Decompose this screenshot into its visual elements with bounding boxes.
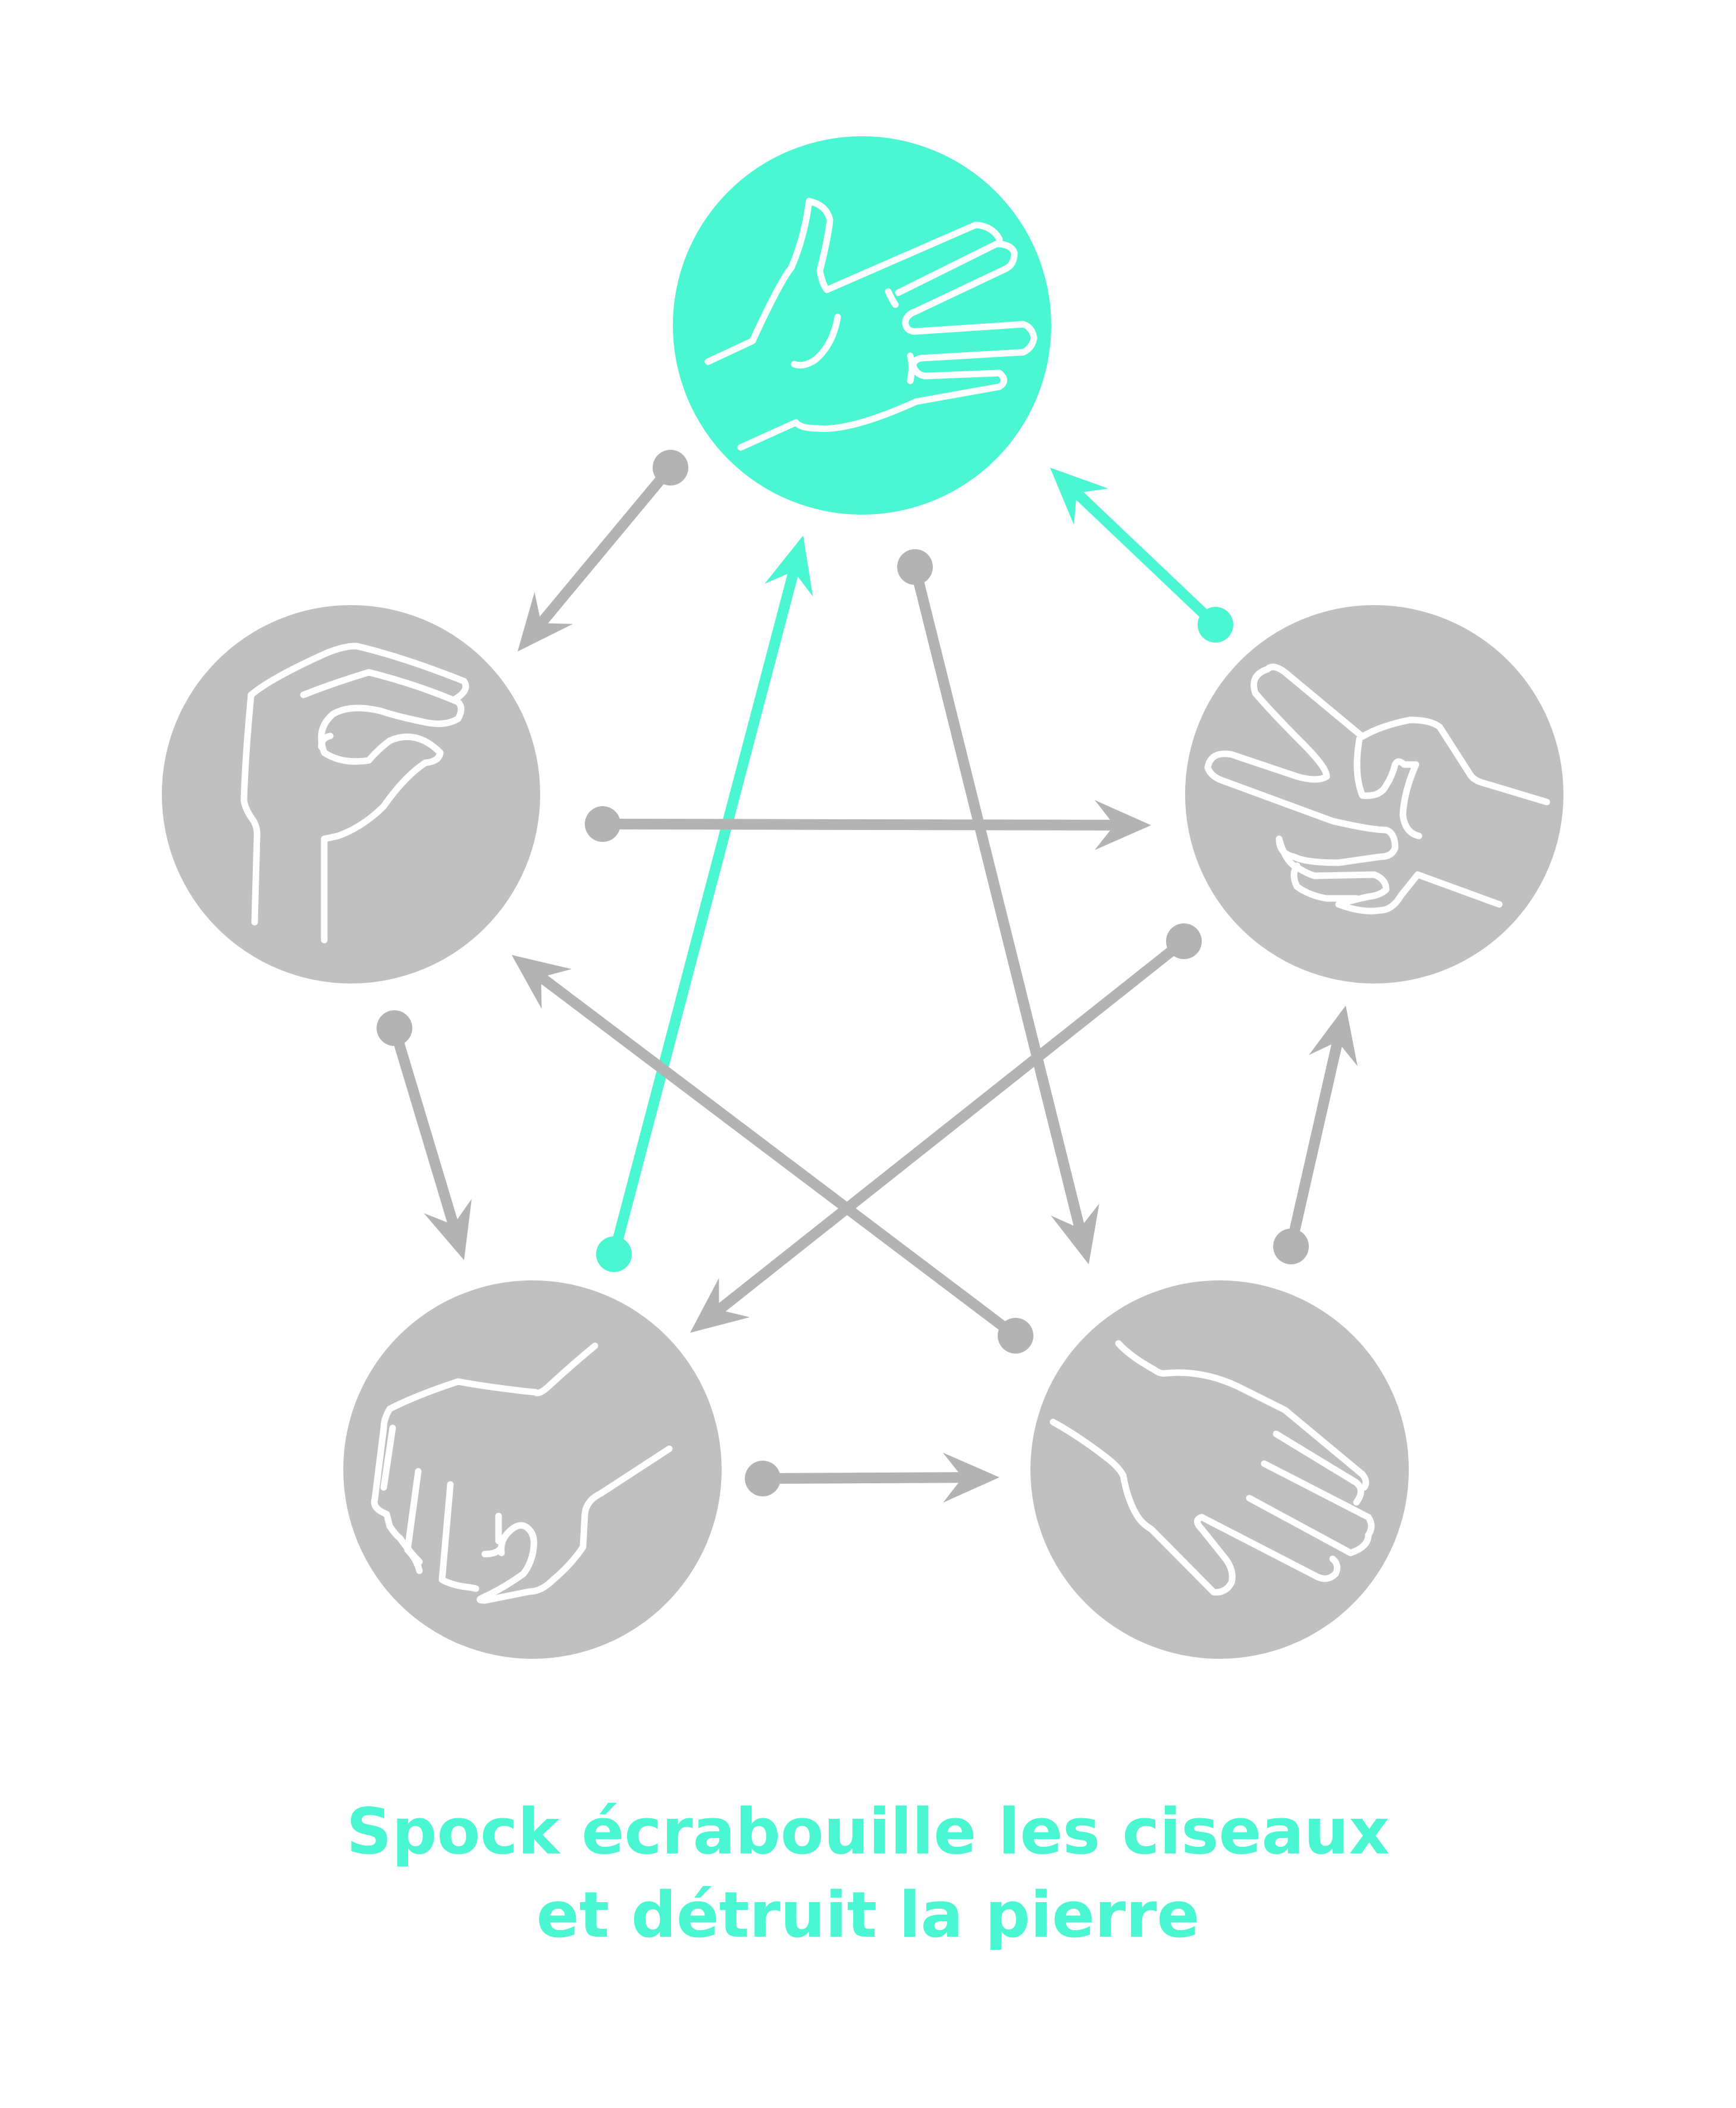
arrow-lizard-to-rock-shaft (389, 1026, 459, 1227)
arrow-spock-to-paper-head (1051, 1203, 1099, 1264)
caption-line-2: et détruit la pierre (537, 1878, 1200, 1952)
paper-hand-icon (1049, 1340, 1375, 1596)
arrow-scissors-to-spock-tail-dot (1198, 607, 1233, 643)
arrow-lizard-to-rock-head (424, 1198, 472, 1260)
arrow-spock-to-lizard-tail-dot (653, 450, 688, 486)
arrow-rock-to-spock-head (764, 535, 813, 597)
arrow-scissors-to-rock-tail-dot (1166, 923, 1202, 959)
caption-line-1: Spock écrabouille les ciseaux (346, 1795, 1390, 1868)
arrow-rock-to-spock (596, 535, 813, 1272)
arrow-scissors-to-spock-shaft (1073, 489, 1220, 629)
vulcan-salute-hand-icon (704, 198, 1038, 451)
arrow-paper-to-lizard-shaft (538, 973, 1019, 1340)
arrow-rock-to-paper-shaft (762, 1472, 963, 1484)
arrow-spock-to-lizard-head (518, 592, 573, 651)
arrow-lizard-to-scissors-tail-dot (585, 806, 621, 842)
arrow-scissors-to-rock-shaft (715, 936, 1187, 1314)
arrow-spock-to-paper-tail-dot (897, 549, 933, 585)
arrow-spock-to-lizard-shaft (537, 464, 675, 627)
arrow-paper-to-scissors (1273, 1006, 1358, 1264)
arrow-rock-to-paper-tail-dot (745, 1461, 781, 1496)
arrow-lizard-to-scissors (585, 800, 1151, 850)
arrow-paper-to-lizard-tail-dot (998, 1318, 1033, 1354)
arrow-paper-to-lizard (512, 955, 1033, 1354)
rock-node (343, 1280, 722, 1659)
lizard-hand-icon (240, 643, 469, 944)
arrow-lizard-to-rock (377, 1010, 472, 1260)
paper-node (1030, 1280, 1409, 1659)
arrow-scissors-to-rock-head (690, 1278, 750, 1333)
rock-fist-icon (371, 1342, 673, 1604)
arrow-scissors-to-spock (1050, 468, 1233, 643)
arrow-lizard-to-rock-tail-dot (377, 1010, 412, 1046)
arrow-paper-to-scissors-tail-dot (1273, 1229, 1309, 1264)
arrow-scissors-to-rock (690, 923, 1202, 1333)
arrow-rock-to-spock-tail-dot (596, 1236, 632, 1272)
arrow-paper-to-scissors-head (1309, 1006, 1358, 1066)
arrow-spock-to-lizard (518, 450, 688, 651)
arrow-spock-to-paper (897, 549, 1099, 1264)
scissors-hand-icon (1204, 663, 1550, 914)
arrows-layer (377, 450, 1358, 1503)
arrow-paper-to-scissors-shaft (1286, 1040, 1343, 1248)
arrow-rock-to-paper-head (942, 1452, 999, 1503)
lizard-node (162, 605, 540, 983)
arrow-scissors-to-spock-head (1050, 468, 1108, 525)
arrow-lizard-to-scissors-head (1094, 800, 1151, 850)
arrow-lizard-to-scissors-shaft (602, 819, 1115, 831)
arrow-paper-to-lizard-head (512, 955, 572, 1009)
arrow-rock-to-paper (745, 1452, 999, 1503)
arrow-spock-to-paper-shaft (910, 565, 1085, 1230)
arrow-rock-to-spock-shaft (609, 569, 799, 1256)
